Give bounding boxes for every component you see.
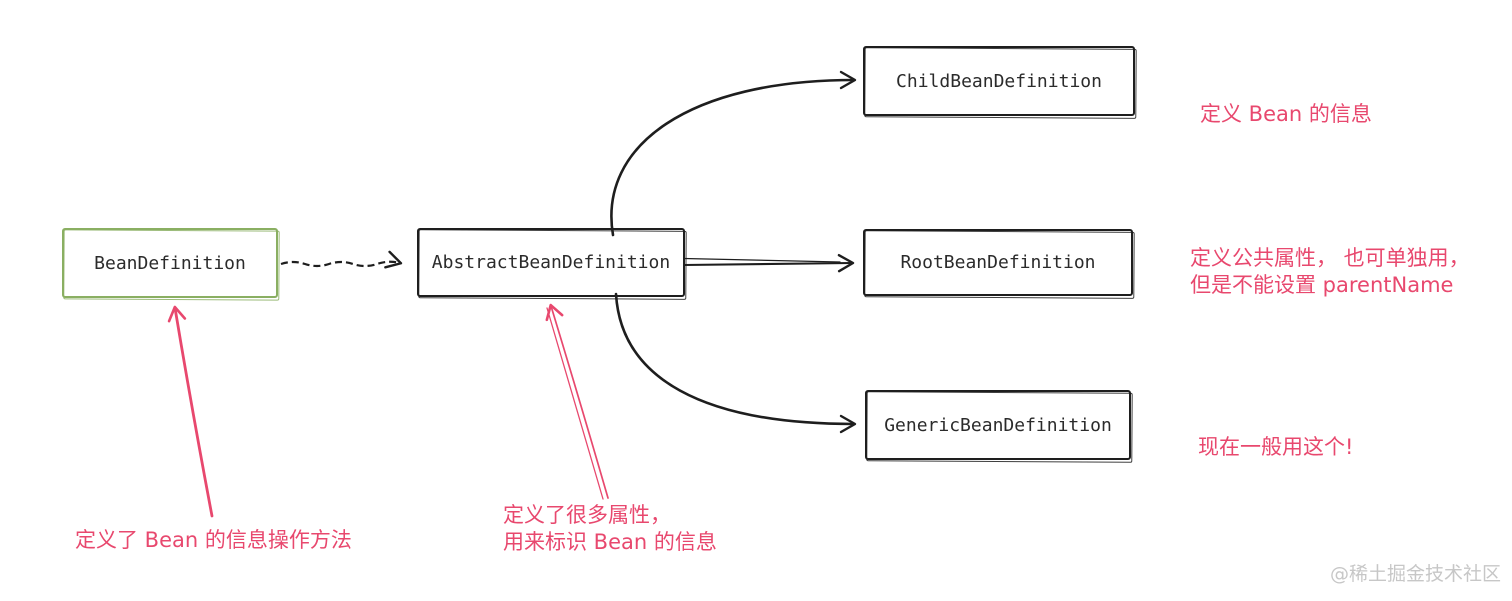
node-abstract-bean-definition: AbstractBeanDefinition [417,228,685,297]
pointer-to-abstract-bean-sketch-line [546,307,604,500]
pointer-to-bean-definition-arrow [167,305,214,518]
annotation-abstract-bean-info: 定义了很多属性， 用来标识 Bean 的信息 [503,502,717,556]
node-bean-definition-label: BeanDefinition [94,252,246,274]
edge-abstract-to-generic-arrow [614,292,857,434]
node-generic-bean-definition: GenericBeanDefinition [865,390,1131,460]
node-child-bean-definition: ChildBeanDefinition [863,46,1135,116]
annotation-line: 定义公共属性， 也可单独用， [1190,246,1470,270]
annotation-line: 但是不能设置 parentName [1190,273,1454,297]
node-root-bean-definition: RootBeanDefinition [863,229,1133,296]
annotation-line: 定义了 Bean 的信息操作方法 [75,528,352,552]
node-generic-bean-definition-label: GenericBeanDefinition [884,414,1112,436]
node-child-bean-definition-label: ChildBeanDefinition [896,70,1102,92]
edge-abstract-to-root-sketch-line [683,257,841,263]
node-root-bean-definition-label: RootBeanDefinition [900,252,1096,273]
annotation-line: 用来标识 Bean 的信息 [503,530,717,554]
edge-bean-to-abstract-arrow [280,250,403,269]
annotation-child-bean-info: 定义 Bean 的信息 [1200,101,1372,128]
edge-abstract-to-root-arrow [682,253,855,273]
annotation-bean-definition-info: 定义了 Bean 的信息操作方法 [75,527,352,554]
annotation-line: 定义了很多属性， [503,503,671,527]
annotation-root-bean-info: 定义公共属性， 也可单独用， 但是不能设置 parentName [1190,245,1470,299]
juejin-watermark: @稀土掘金技术社区 [1330,563,1502,585]
annotation-line: 现在一般用这个! [1198,435,1354,459]
annotation-generic-bean-info: 现在一般用这个! [1198,434,1353,461]
edge-abstract-to-child-arrow [610,70,857,237]
annotation-line: 定义 Bean 的信息 [1200,102,1372,126]
node-bean-definition: BeanDefinition [62,228,278,298]
node-abstract-bean-definition-label: AbstractBeanDefinition [431,252,671,273]
pointer-to-abstract-bean-arrow [545,303,609,499]
